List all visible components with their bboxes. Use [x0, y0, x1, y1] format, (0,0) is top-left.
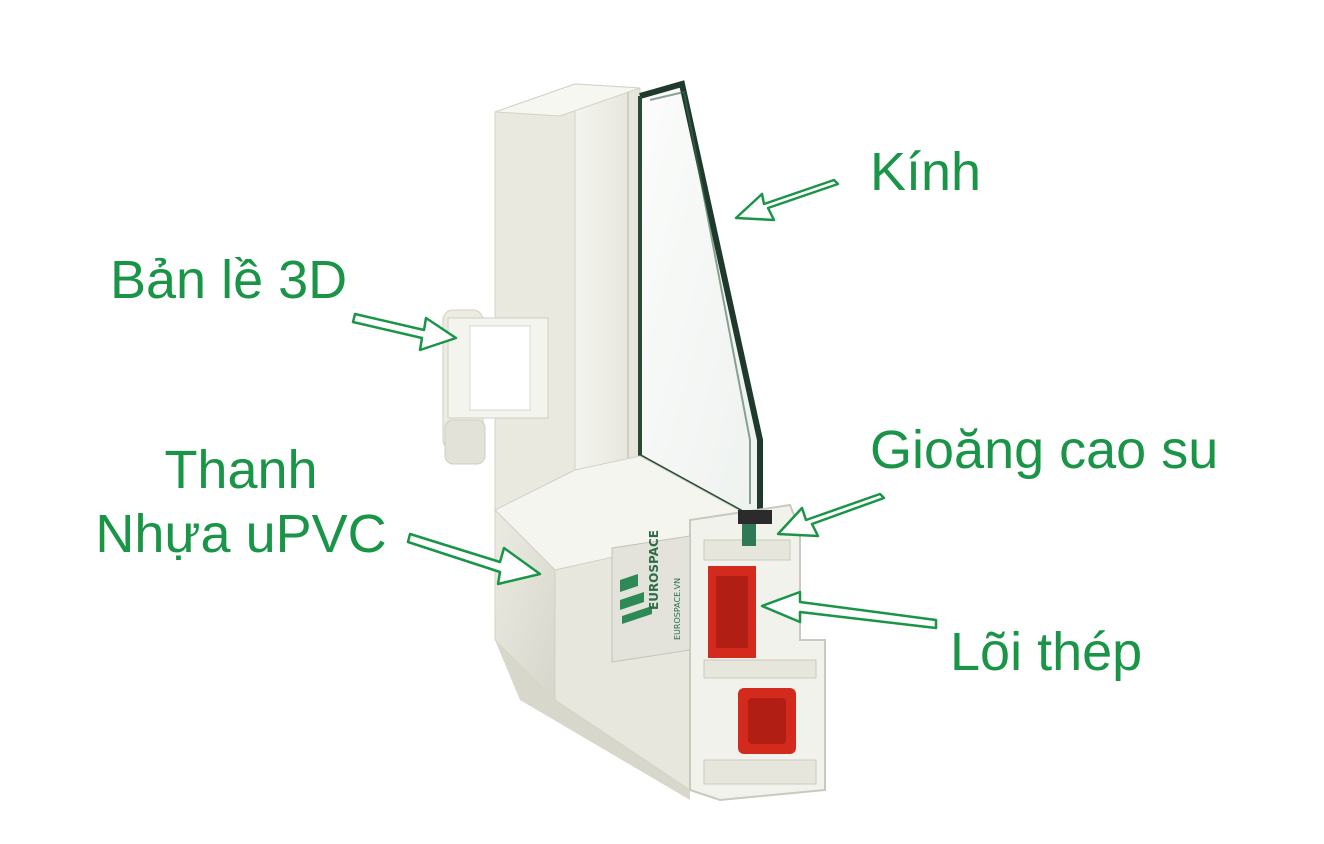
label-glass: Kính: [870, 142, 982, 202]
label-hinge: Bản lề 3D: [110, 250, 348, 310]
gasket-arrow: [776, 492, 886, 538]
label-upvc-frame-line1: Thanh: [164, 440, 318, 500]
hinge-arrow: [351, 312, 458, 352]
hinge-3d: [442, 309, 549, 465]
vertical-frame: [494, 83, 641, 511]
brand-sticker: EUROSPACE EUROSPACE.VN: [611, 530, 691, 663]
lower-frame: [494, 455, 744, 800]
label-upvc-frame-line2: Nhựa uPVC: [95, 504, 387, 564]
steel-core-lower: [738, 688, 796, 754]
rubber-gasket: [738, 510, 772, 546]
glass-arrow: [734, 178, 840, 222]
steel-core-upper: [708, 566, 756, 658]
label-upvc-frame: Thanh Nhựa uPVC: [86, 438, 396, 566]
steel-arrow: [760, 590, 938, 630]
profile-cross-section: [689, 503, 826, 802]
frame-arrow: [406, 532, 542, 586]
svg-text:EUROSPACE.VN: EUROSPACE.VN: [673, 578, 682, 640]
glass-pane: [638, 80, 763, 514]
label-rubber-gasket: Gioăng cao su: [870, 420, 1219, 480]
svg-text:EUROSPACE: EUROSPACE: [647, 530, 661, 610]
label-steel-core: Lõi thép: [950, 622, 1143, 682]
